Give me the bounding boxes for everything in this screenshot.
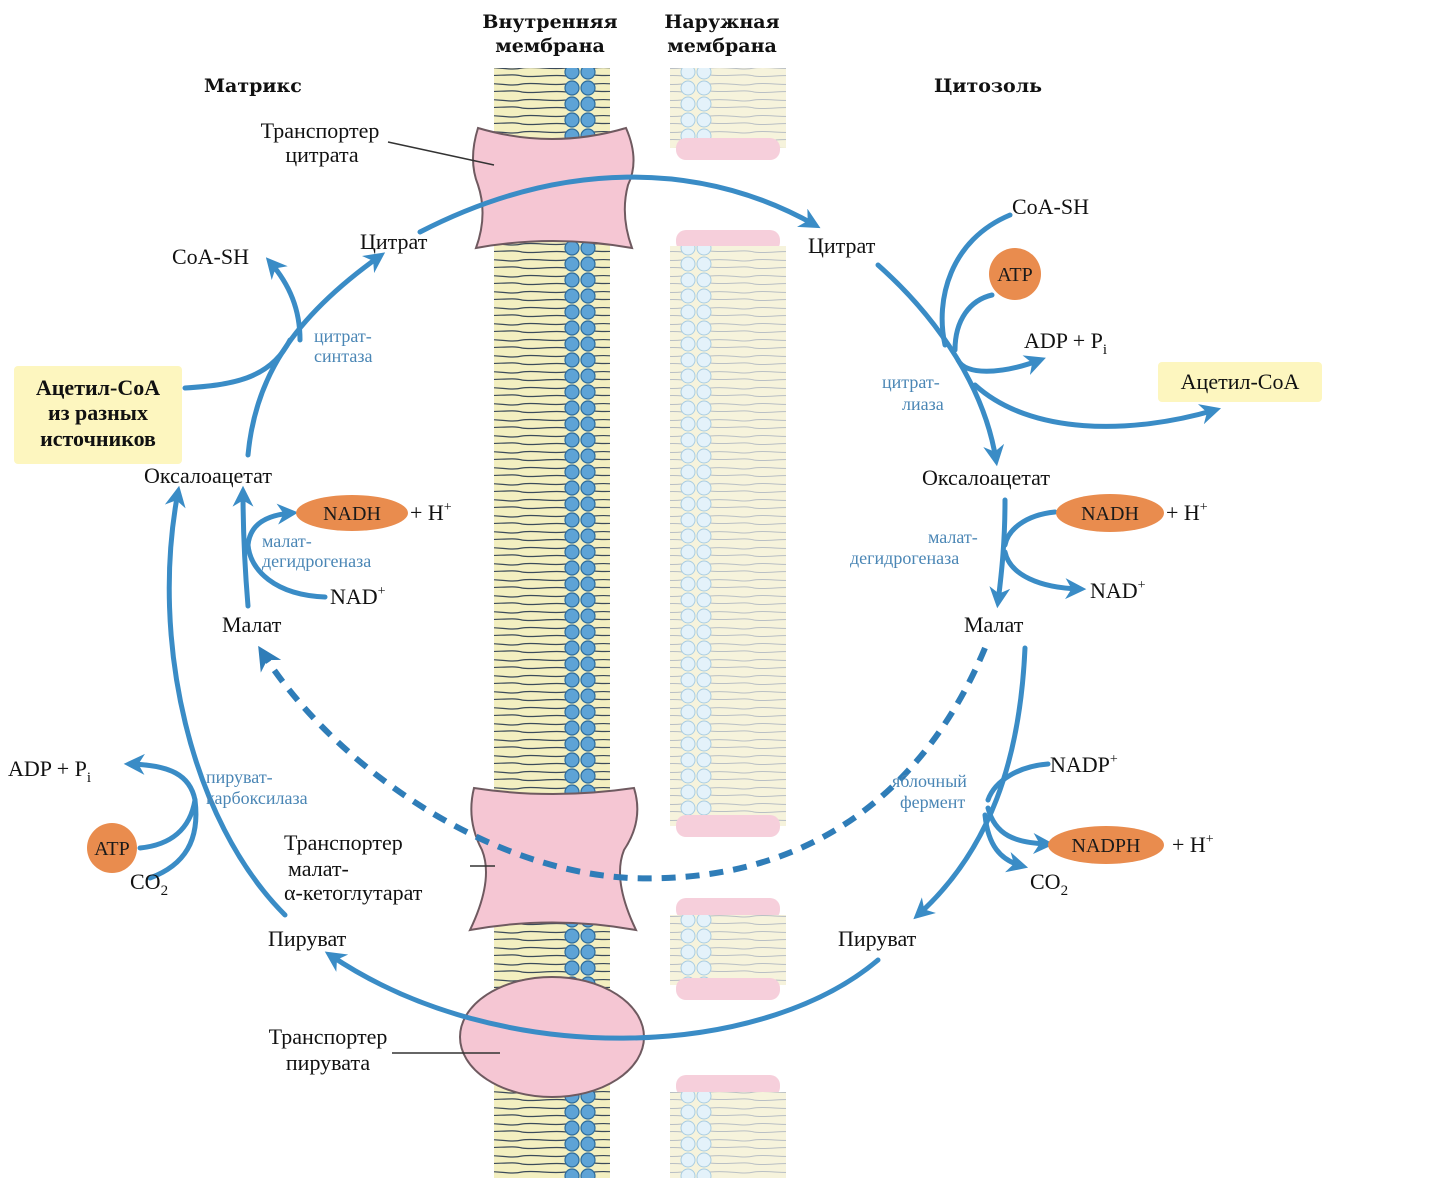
matrix-nad-text: NAD bbox=[330, 584, 378, 609]
matrix-acetyl-coa: Ацетил-CoA bbox=[36, 375, 160, 400]
matrix-h-plus: + H bbox=[410, 500, 444, 525]
matrix-malate-dh-label: малат- bbox=[262, 531, 312, 551]
matrix-coa-sh: CoA-SH bbox=[172, 244, 249, 269]
cytosol-acetyl-coa: Ацетил-CoA bbox=[1181, 369, 1300, 394]
matrix-h-plus-sup: + bbox=[444, 500, 452, 515]
cytosol-malate-dh-label: малат- bbox=[928, 527, 978, 547]
cytosol-coa-sh: CoA-SH bbox=[1012, 194, 1089, 219]
cytosol-nadph-h-text: + H bbox=[1172, 832, 1206, 857]
malate-shuttle-dashed-arrow bbox=[258, 645, 988, 882]
cytosol-h-plus: + H bbox=[1166, 500, 1200, 525]
matrix-co2: CO2 bbox=[130, 869, 168, 899]
matrix-acetyl-coa-3: источников bbox=[40, 426, 156, 451]
cytosol-co2: CO2 bbox=[1030, 869, 1068, 899]
cytosol-nadp-sup: + bbox=[1110, 752, 1118, 767]
matrix-atp-text: ATP bbox=[94, 838, 130, 860]
cytosol-oxaloacetate: Оксалоацетат bbox=[922, 465, 1050, 490]
pyruvate-transporter-label-2: пирувата bbox=[286, 1050, 370, 1075]
matrix-adp-pi-sub: i bbox=[87, 770, 91, 786]
matrix-adp-pi: ADP + Pi bbox=[8, 756, 91, 786]
outer-membrane-label-2: мембрана bbox=[667, 35, 777, 57]
cytosol-pyruvate: Пируват bbox=[838, 926, 917, 951]
citrate-lyase-label-2: лиаза bbox=[902, 394, 944, 414]
pyruvate-transporter-label: Транспортер bbox=[269, 1024, 388, 1049]
cytosol-malate: Малат bbox=[964, 612, 1024, 637]
cytosol-nadh-h: + H+ bbox=[1166, 500, 1208, 525]
cytosol-adp-pi-text: ADP + P bbox=[1024, 328, 1103, 353]
malate-transporter-label-3: α-кетоглутарат bbox=[284, 880, 423, 905]
cytosol-h-plus-sup: + bbox=[1200, 500, 1208, 515]
malic-enzyme-label-2: фермент bbox=[900, 792, 965, 812]
outer-membrane bbox=[670, 68, 786, 1178]
matrix-malate: Малат bbox=[222, 612, 282, 637]
citrate-synthase-label: цитрат- bbox=[314, 326, 372, 346]
matrix-acetyl-coa-2: из разных bbox=[48, 400, 148, 425]
matrix-nad: NAD+ bbox=[330, 584, 386, 609]
cytosol-adp-pi-sub: i bbox=[1103, 342, 1107, 358]
cytosol-nadph-h: + H+ bbox=[1172, 832, 1214, 857]
cytosol-malate-dh-label-2: дегидрогеназа bbox=[850, 548, 959, 568]
cytosol-atp-text: ATP bbox=[997, 264, 1033, 286]
pyruvate-carboxylase-label: пируват- bbox=[206, 767, 273, 787]
cytosol-nadph-text: NADPH bbox=[1072, 835, 1141, 857]
inner-membrane-label: Внутренняя bbox=[482, 11, 617, 33]
inner-membrane-label-2: мембрана bbox=[495, 35, 605, 57]
matrix-nad-sup: + bbox=[378, 584, 386, 599]
cytosol-nad-sup: + bbox=[1138, 578, 1146, 593]
malate-akg-transporter bbox=[468, 786, 639, 932]
cytosol-citrate: Цитрат bbox=[808, 233, 876, 258]
acetyl-coa-cytosol-box bbox=[1158, 362, 1322, 402]
cytosol-label: Цитозоль bbox=[934, 75, 1042, 97]
atp-cytosol-pill bbox=[989, 248, 1041, 300]
malate-transporter-label: Транспортер bbox=[284, 830, 403, 855]
cytosol-nad-text: NAD bbox=[1090, 578, 1138, 603]
matrix-citrate: Цитрат bbox=[360, 229, 428, 254]
matrix-pyruvate: Пируват bbox=[268, 926, 347, 951]
matrix-adp-pi-text: ADP + P bbox=[8, 756, 87, 781]
matrix-co2-text: CO bbox=[130, 869, 161, 894]
citrate-transporter bbox=[472, 126, 635, 250]
pyruvate-carboxylase-label-2: карбоксилаза bbox=[206, 788, 308, 808]
cytosol-nadph-h-sup: + bbox=[1206, 832, 1214, 847]
atp-matrix-pill bbox=[87, 823, 137, 873]
cytosol-co2-text: CO bbox=[1030, 869, 1061, 894]
citrate-transporter-label-2: цитрата bbox=[285, 142, 359, 167]
citrate-transporter-label: Транспортер bbox=[261, 118, 380, 143]
cytosol-nadp: NADP+ bbox=[1050, 752, 1118, 777]
nadph-cytosol-pill bbox=[1048, 826, 1164, 864]
matrix-co2-sub: 2 bbox=[161, 883, 169, 899]
cytosol-nad: NAD+ bbox=[1090, 578, 1146, 603]
cytosol-nadp-text: NADP bbox=[1050, 752, 1110, 777]
cytosol-co2-sub: 2 bbox=[1061, 883, 1069, 899]
cytosol-adp-pi: ADP + Pi bbox=[1024, 328, 1107, 358]
matrix-label: Матрикс bbox=[204, 75, 302, 97]
leader-citrate-transporter bbox=[387, 141, 495, 166]
outer-membrane-label: Наружная bbox=[664, 11, 779, 33]
matrix-malate-dh-label-2: дегидрогеназа bbox=[262, 551, 371, 571]
malate-transporter-label-2: малат- bbox=[288, 856, 349, 881]
matrix-nadh-text: NADH bbox=[323, 503, 381, 525]
citrate-synthase-label-2: синтаза bbox=[314, 346, 372, 366]
nadh-cytosol-pill bbox=[1056, 494, 1164, 532]
pathway-arrows bbox=[123, 174, 1222, 1041]
acetyl-coa-matrix-box bbox=[14, 366, 182, 464]
malic-enzyme-label: яблочный bbox=[892, 771, 967, 791]
matrix-oxaloacetate: Оксалоацетат bbox=[144, 463, 272, 488]
cytosol-nadh-text: NADH bbox=[1081, 503, 1139, 525]
nadh-matrix-pill bbox=[296, 495, 408, 531]
citrate-lyase-label: цитрат- bbox=[882, 372, 940, 392]
matrix-nadh-h: + H+ bbox=[410, 500, 452, 525]
